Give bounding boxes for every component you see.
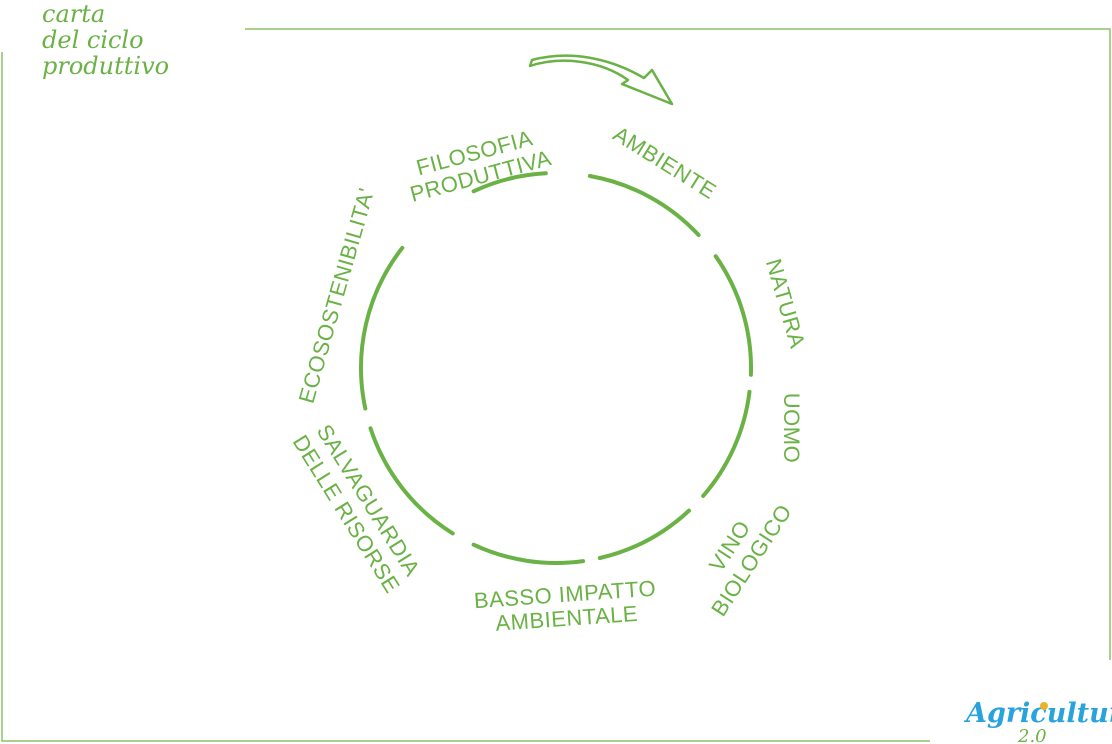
ring-segment [587,174,701,237]
frame [1,28,1111,742]
logo-version: 2.0 [1017,726,1047,744]
ring-segment [471,171,548,194]
cycle-label: ECOSOSTENIBILITA' [294,185,379,406]
cycle-label-line: AMBIENTE [609,121,721,204]
ring-segment [713,254,753,377]
ring-segment [368,426,455,536]
brand-logo: Agricultura 2.0 [963,698,1112,744]
ring-segment [597,508,691,560]
title-line-3: produttivo [42,52,169,80]
title-line-1: carta [42,0,105,28]
ring-segment [701,389,752,498]
logo-dot-icon [1040,702,1048,710]
cycle-label: AMBIENTE [609,121,721,204]
curved-arrow-icon [528,54,674,106]
cycle-label-line: ECOSOSTENIBILITA' [294,185,379,406]
cycle-label: NATURA [761,256,810,351]
ring-segment [471,542,586,565]
cycle-ring [359,171,753,565]
ring-segment [359,245,405,411]
cycle-label: UOMO [779,393,804,463]
page-title: carta del ciclo produttivo [42,0,169,80]
cycle-label-line: NATURA [761,256,810,351]
logo-wordmark: Agricultura [963,698,1112,729]
cycle-label-line: UOMO [779,393,804,463]
title-line-2: del ciclo [42,26,144,54]
